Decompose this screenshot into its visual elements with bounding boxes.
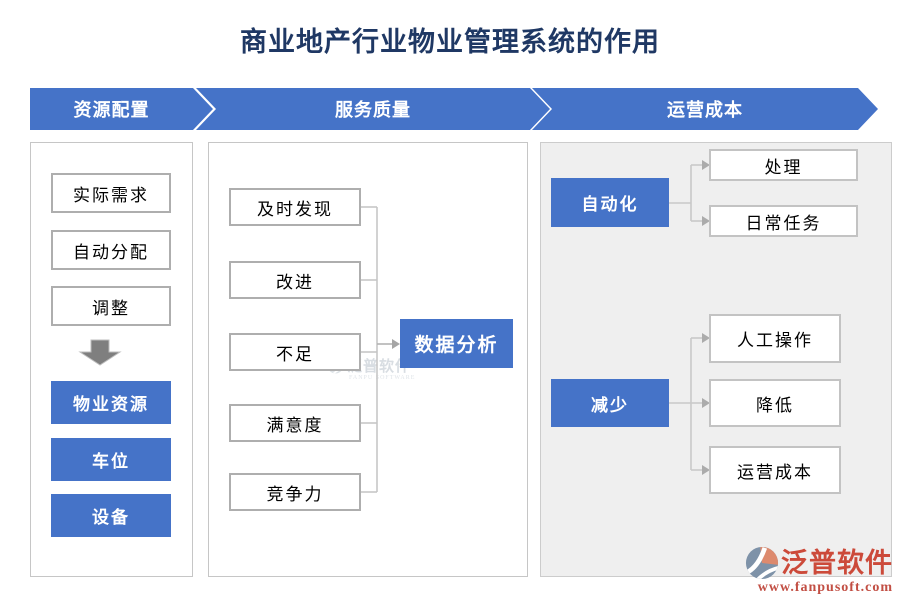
watermark-subtext: FANPU SOFTWARE [349, 375, 416, 381]
node-processing: 处理 [709, 149, 858, 181]
footer-url: www.fanpusoft.com [757, 580, 893, 595]
panel-operating-cost: 自动化 处理 日常任务 减少 人工操作 降低 运营成本 [540, 142, 892, 577]
node-auto-allocate: 自动分配 [51, 230, 171, 270]
node-automation: 自动化 [551, 178, 669, 227]
banner-label: 资源配置 [73, 100, 150, 120]
node-timely-discovery: 及时发现 [229, 188, 361, 226]
banner-service-quality: 服务质量 [196, 88, 550, 130]
node-reduce: 减少 [551, 379, 669, 427]
node-adjust: 调整 [51, 286, 171, 326]
node-shortcomings: 不足 [229, 333, 361, 371]
footer-branding: 泛普软件 www.fanpusoft.com [745, 546, 893, 596]
panel-resource-allocation: 实际需求 自动分配 调整 物业资源 车位 设备 [30, 142, 193, 577]
banner-label: 服务质量 [335, 100, 411, 120]
node-parking: 车位 [51, 438, 171, 481]
node-satisfaction: 满意度 [229, 404, 361, 442]
node-operating-cost: 运营成本 [709, 446, 841, 494]
node-daily-tasks: 日常任务 [709, 205, 858, 237]
banner-operating-cost: 运营成本 [532, 88, 878, 130]
node-competitiveness: 竞争力 [229, 473, 361, 511]
banner-resource-allocation: 资源配置 [30, 88, 213, 130]
node-manual-operation: 人工操作 [709, 314, 841, 363]
banner-label: 运营成本 [667, 100, 743, 120]
node-equipment: 设备 [51, 494, 171, 537]
panel-service-quality: 泛普软件 FANPU SOFTWARE 及时发现 改进 不足 满意度 竞争力 数… [208, 142, 528, 577]
node-data-analysis: 数据分析 [400, 319, 513, 368]
node-property-resources: 物业资源 [51, 381, 171, 424]
node-actual-demand: 实际需求 [51, 173, 171, 213]
footer-brand-name: 泛普软件 [781, 548, 893, 578]
fanpu-logo-icon [745, 546, 779, 580]
page-title: 商业地产行业物业管理系统的作用 [240, 27, 660, 57]
node-improvement: 改进 [229, 261, 361, 299]
watermark-brand: 泛普软件 [347, 359, 412, 375]
node-lower: 降低 [709, 379, 841, 427]
